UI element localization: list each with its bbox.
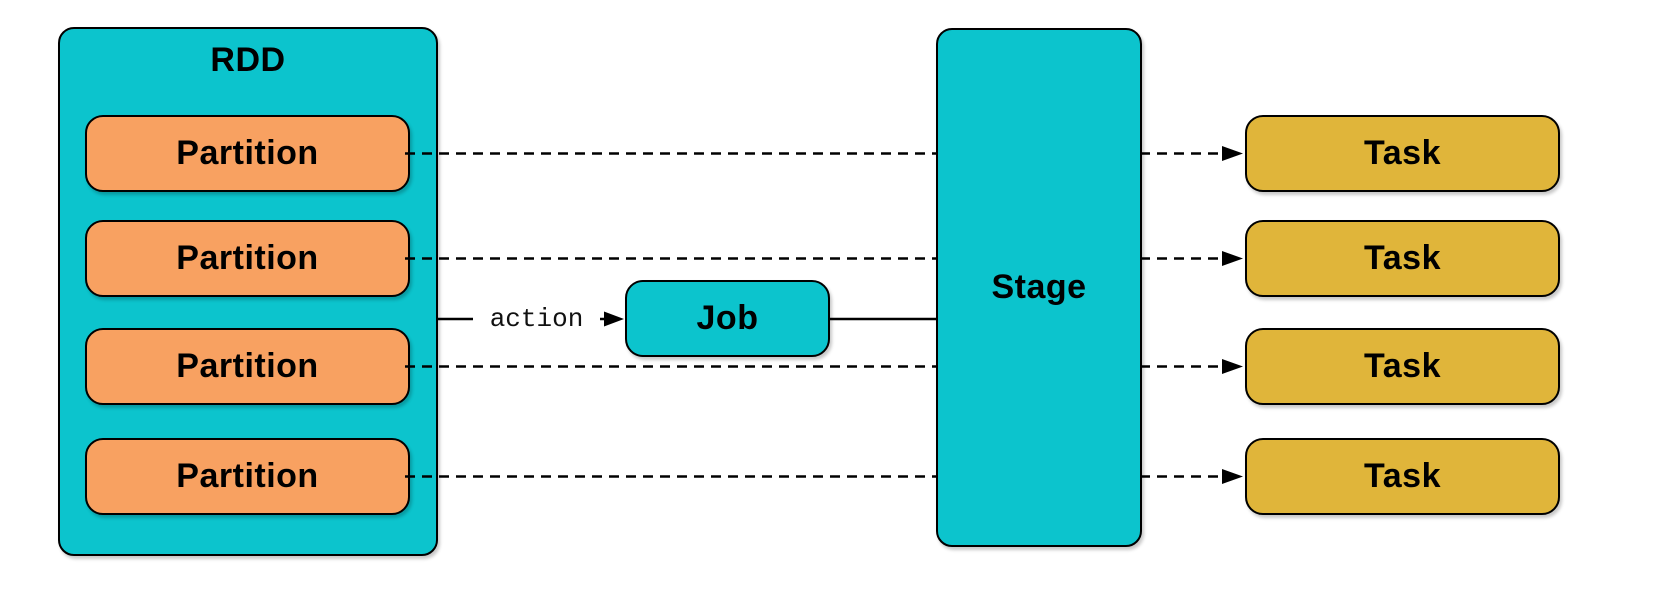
task-label: Task [1364,457,1441,495]
arrowhead-icon [604,311,624,327]
task-box-3: Task [1245,328,1560,405]
partition-label: Partition [176,134,319,172]
task-box-4: Task [1245,438,1560,515]
stage-label: Stage [991,268,1087,306]
partition-label: Partition [176,347,319,385]
action-edge-label: action [473,300,600,338]
partition-box-4: Partition [85,438,410,515]
arrowhead-icon [1222,469,1243,484]
stage-to-task-4-arrow [1140,469,1243,484]
stage-to-task-2-arrow [1140,251,1243,266]
task-label: Task [1364,347,1441,385]
stage-to-task-3-arrow [1140,359,1243,374]
partition-box-3: Partition [85,328,410,405]
job-label: Job [696,299,759,337]
partition-label: Partition [176,239,319,277]
stage-box: Stage [936,28,1142,547]
task-label: Task [1364,134,1441,172]
task-box-1: Task [1245,115,1560,192]
stage-to-task-1-arrow [1140,146,1243,161]
partition-box-1: Partition [85,115,410,192]
arrowhead-icon [1222,359,1243,374]
rdd-label: RDD [210,41,286,79]
arrowhead-icon [1222,146,1243,161]
job-box: Job [625,280,830,357]
task-label: Task [1364,239,1441,277]
arrowhead-icon [1222,251,1243,266]
partition-label: Partition [176,457,319,495]
task-box-2: Task [1245,220,1560,297]
partition-box-2: Partition [85,220,410,297]
rdd-container: RDD Partition Partition Partition Partit… [58,27,438,556]
